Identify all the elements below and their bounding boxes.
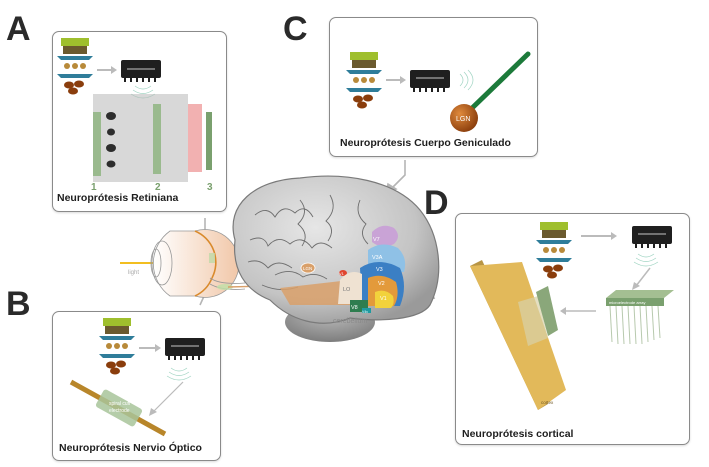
arrow-to-electrode (152, 381, 184, 413)
lgn-label: LGN (456, 116, 470, 123)
retina-cells-icon (536, 222, 572, 279)
electrode-label-1: spiral cuff (109, 401, 131, 407)
panel-b-illustration: spiral cuff electrode (69, 318, 205, 437)
label-v3a: V3A (372, 255, 383, 261)
choroid-layer (188, 104, 202, 172)
chip-icon (410, 70, 450, 92)
panel-letter-c: C (283, 10, 308, 48)
ganglion-cells (106, 112, 116, 168)
panel-a-caption: Neuroprótesis Retiniana (57, 192, 179, 204)
panel-c-geniculate: LGN Neuroprótesis Cuerpo Geniculado (329, 17, 538, 157)
panel-c-illustration: LGN (346, 51, 531, 132)
arrow-c-to-brain (389, 160, 406, 191)
wireless-signal-icon (166, 367, 192, 381)
area-v7 (372, 225, 398, 247)
layer-label-3: 3 (207, 182, 213, 193)
area-v4v (362, 308, 371, 313)
chip-icon (121, 60, 161, 82)
light-label: light (128, 270, 139, 276)
chip-icon (632, 226, 672, 248)
brain-lgn-label: LGN (303, 266, 312, 271)
retina-cells-icon (99, 318, 135, 375)
label-v4v: V4v (362, 310, 368, 314)
optic-radiation (280, 280, 352, 305)
panel-letter-b: B (6, 285, 31, 323)
label-v7: V7 (373, 237, 380, 243)
label-v3: V3 (376, 267, 383, 273)
microelectrode-array-icon (606, 290, 674, 345)
layer-label-1: 1 (91, 182, 97, 193)
lgn-marker (300, 262, 316, 274)
label-v8: V8 (351, 305, 358, 311)
retina-cells-icon (346, 52, 382, 109)
spiral-cuff-electrode (95, 389, 143, 427)
wireless-signal-icon (459, 69, 474, 91)
epiretinal-implant (93, 112, 101, 176)
panel-letter-a: A (6, 10, 31, 48)
retina-cells-icon (57, 38, 93, 95)
panel-d-caption: Neuroprótesis cortical (462, 428, 574, 440)
mt-area (339, 270, 347, 276)
label-mt: V1 (339, 271, 345, 276)
layer-label-2: 2 (155, 182, 161, 193)
cerebellum-label: cerebellum (333, 318, 367, 325)
panel-d-illustration: microelectrode array cortex (470, 222, 674, 410)
area-v1 (375, 290, 394, 308)
label-lo: LO (343, 287, 351, 293)
wireless-signal-icon (633, 253, 659, 267)
cortex-label: cortex (541, 400, 554, 405)
panel-letter-d: D (424, 184, 449, 222)
stimulating-probe (465, 51, 531, 115)
label-v2: V2 (378, 281, 385, 287)
implanted-electrode-array (518, 286, 558, 346)
chip-icon (165, 338, 205, 360)
array-label: microelectrode array (609, 300, 645, 305)
lgn-sphere (450, 104, 478, 132)
area-lo (338, 272, 362, 304)
panel-d-cortical: microelectrode array cortex Neuroprótesi… (455, 213, 690, 445)
panel-b-optic-nerve: spiral cuff electrode Neuroprótesis Nerv… (52, 311, 221, 461)
panel-c-caption: Neuroprótesis Cuerpo Geniculado (340, 137, 511, 149)
eye-diagram: light (120, 229, 246, 298)
suprachoroidal-implant (206, 112, 212, 170)
panel-a-illustration: 1 2 3 (57, 38, 213, 193)
arrow-to-array (635, 267, 651, 287)
electrode-label-2: electrode (109, 408, 130, 414)
subretinal-implant (153, 104, 161, 174)
cortex-slab (470, 262, 566, 410)
brain-diagram: LGN V7 V3A V3 V2 V1 LO V8 V4v V1 cerebel… (232, 175, 440, 342)
label-v1: V1 (380, 296, 387, 302)
panel-b-caption: Neuroprótesis Nervio Óptico (59, 442, 202, 454)
retina-layers (93, 94, 188, 182)
panel-a-retinal: 1 2 3 Neuroprótesis Retiniana (52, 31, 227, 212)
